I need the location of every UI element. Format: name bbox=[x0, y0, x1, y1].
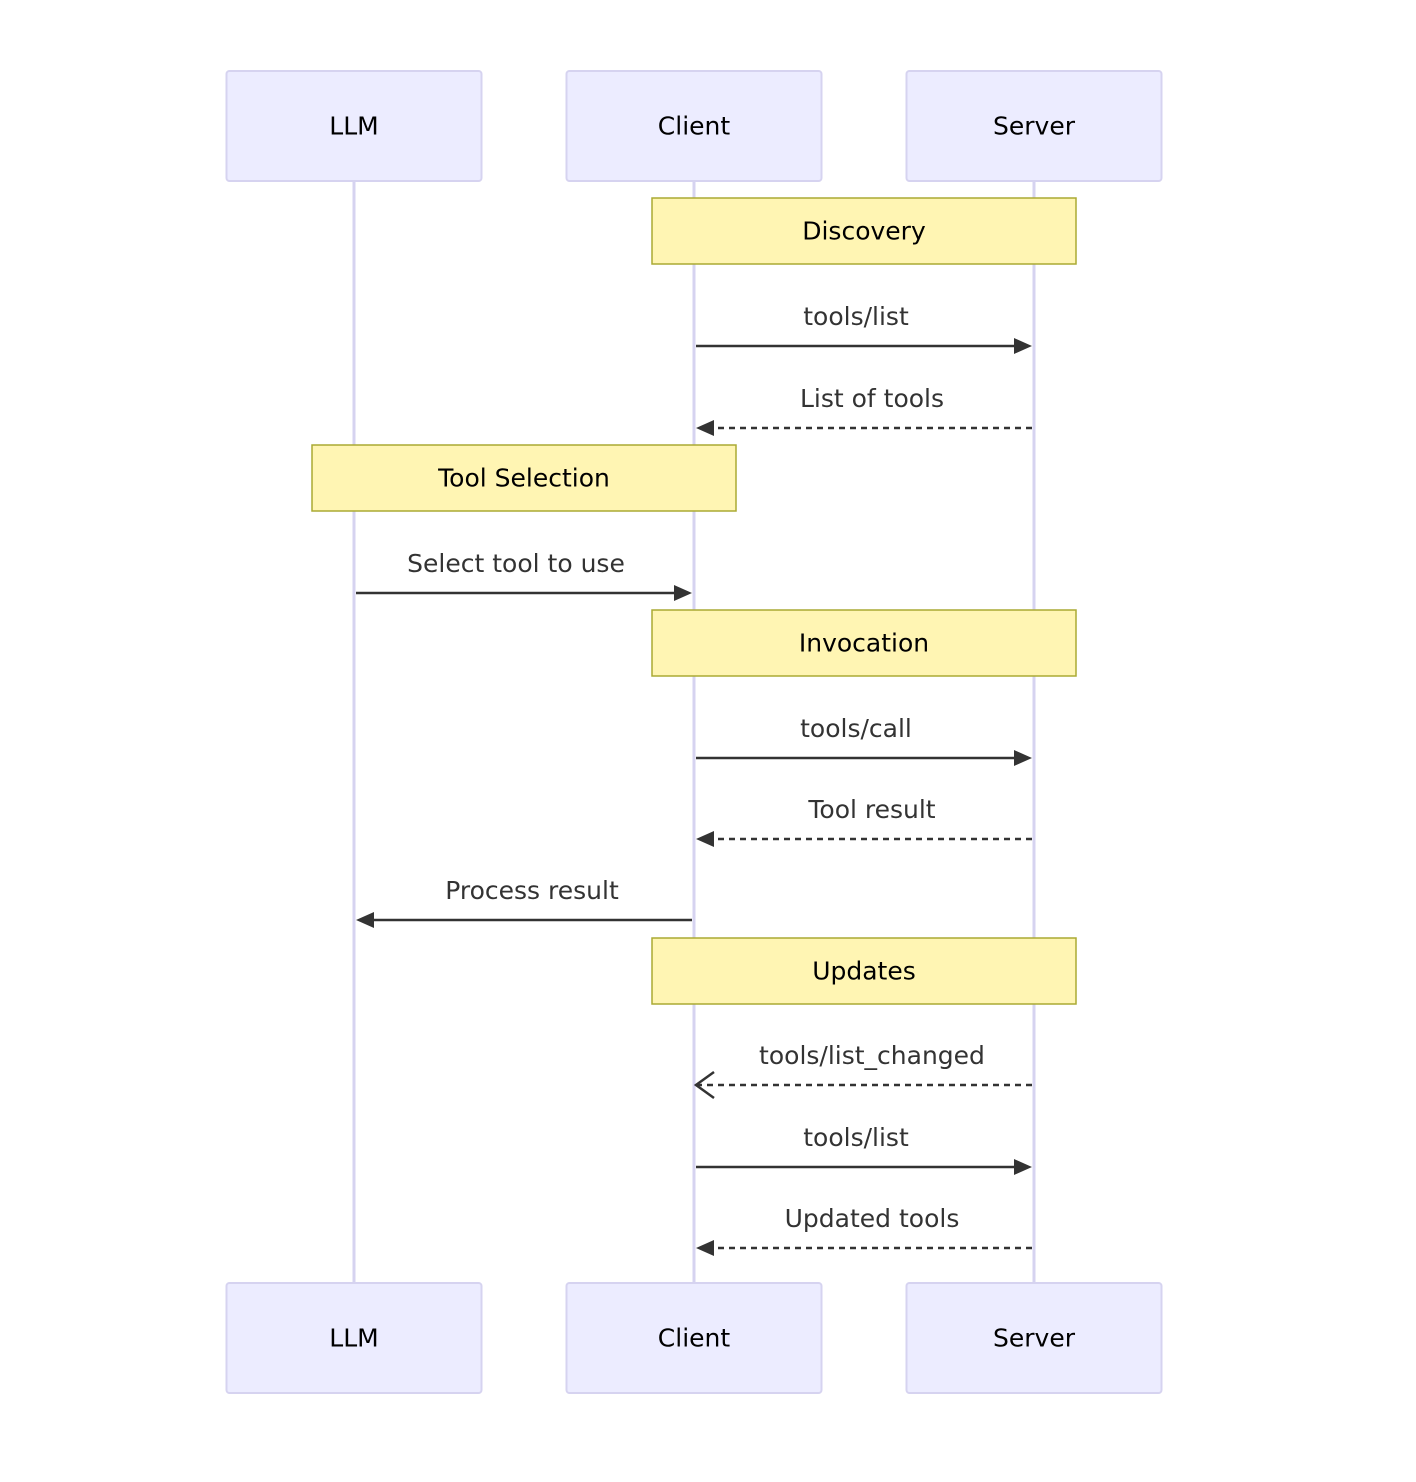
message-label: Tool result bbox=[807, 795, 935, 824]
note-box bbox=[651, 609, 1077, 677]
actor-llm-top: LLM bbox=[225, 70, 483, 182]
note-discovery: Discovery bbox=[651, 197, 1077, 265]
actors-bottom: LLM Client Server bbox=[225, 1282, 1163, 1394]
note-box bbox=[311, 444, 737, 512]
message-label: Select tool to use bbox=[407, 549, 625, 578]
actor-server-bottom: Server bbox=[905, 1282, 1163, 1394]
arrowhead bbox=[696, 831, 714, 847]
message-tools-list-changed: tools/list_changed bbox=[693, 1041, 1032, 1100]
arrowhead bbox=[1014, 338, 1032, 354]
message-label: tools/list_changed bbox=[759, 1041, 985, 1070]
actor-label: Client bbox=[658, 1324, 731, 1353]
actor-label: LLM bbox=[329, 1324, 378, 1353]
arrowhead bbox=[696, 1240, 714, 1256]
message-list-of-tools: List of tools bbox=[696, 384, 1032, 436]
message-label: tools/call bbox=[800, 714, 912, 743]
note-box bbox=[651, 197, 1077, 265]
actor-box bbox=[225, 70, 483, 182]
message-updated-tools: Updated tools bbox=[696, 1204, 1032, 1256]
actor-box bbox=[225, 1282, 483, 1394]
message-tools-call: tools/call bbox=[696, 714, 1032, 766]
actor-label: Server bbox=[993, 1324, 1076, 1353]
actor-label: LLM bbox=[329, 112, 378, 141]
note-label: Discovery bbox=[802, 217, 926, 246]
note-updates: Updates bbox=[651, 937, 1077, 1005]
actor-box bbox=[905, 1282, 1163, 1394]
actors-top: LLM Client Server bbox=[225, 70, 1163, 182]
lifelines bbox=[352, 181, 1036, 1283]
open-arrowhead bbox=[693, 1070, 715, 1100]
message-process-result: Process result bbox=[356, 876, 692, 928]
message-tools-list-1: tools/list bbox=[696, 302, 1032, 354]
note-label: Updates bbox=[812, 957, 916, 986]
actor-client-top: Client bbox=[565, 70, 823, 182]
message-select-tool: Select tool to use bbox=[356, 549, 692, 601]
note-box bbox=[651, 937, 1077, 1005]
actor-box bbox=[565, 70, 823, 182]
arrowhead bbox=[1014, 1159, 1032, 1175]
note-label: Tool Selection bbox=[437, 464, 610, 493]
message-tools-list-2: tools/list bbox=[696, 1123, 1032, 1175]
message-label: Process result bbox=[445, 876, 619, 905]
message-label: List of tools bbox=[800, 384, 944, 413]
arrowhead bbox=[674, 585, 692, 601]
actor-llm-bottom: LLM bbox=[225, 1282, 483, 1394]
actor-server-top: Server bbox=[905, 70, 1163, 182]
actor-label: Client bbox=[658, 112, 731, 141]
note-tool-selection: Tool Selection bbox=[311, 444, 737, 512]
message-label: Updated tools bbox=[785, 1204, 960, 1233]
actor-box bbox=[905, 70, 1163, 182]
note-label: Invocation bbox=[799, 629, 929, 658]
arrowhead bbox=[356, 912, 374, 928]
arrowhead bbox=[696, 420, 714, 436]
arrowhead bbox=[1014, 750, 1032, 766]
actor-client-bottom: Client bbox=[565, 1282, 823, 1394]
message-label: tools/list bbox=[803, 302, 909, 331]
actor-box bbox=[565, 1282, 823, 1394]
actor-label: Server bbox=[993, 112, 1076, 141]
note-invocation: Invocation bbox=[651, 609, 1077, 677]
message-tool-result: Tool result bbox=[696, 795, 1032, 847]
message-label: tools/list bbox=[803, 1123, 909, 1152]
